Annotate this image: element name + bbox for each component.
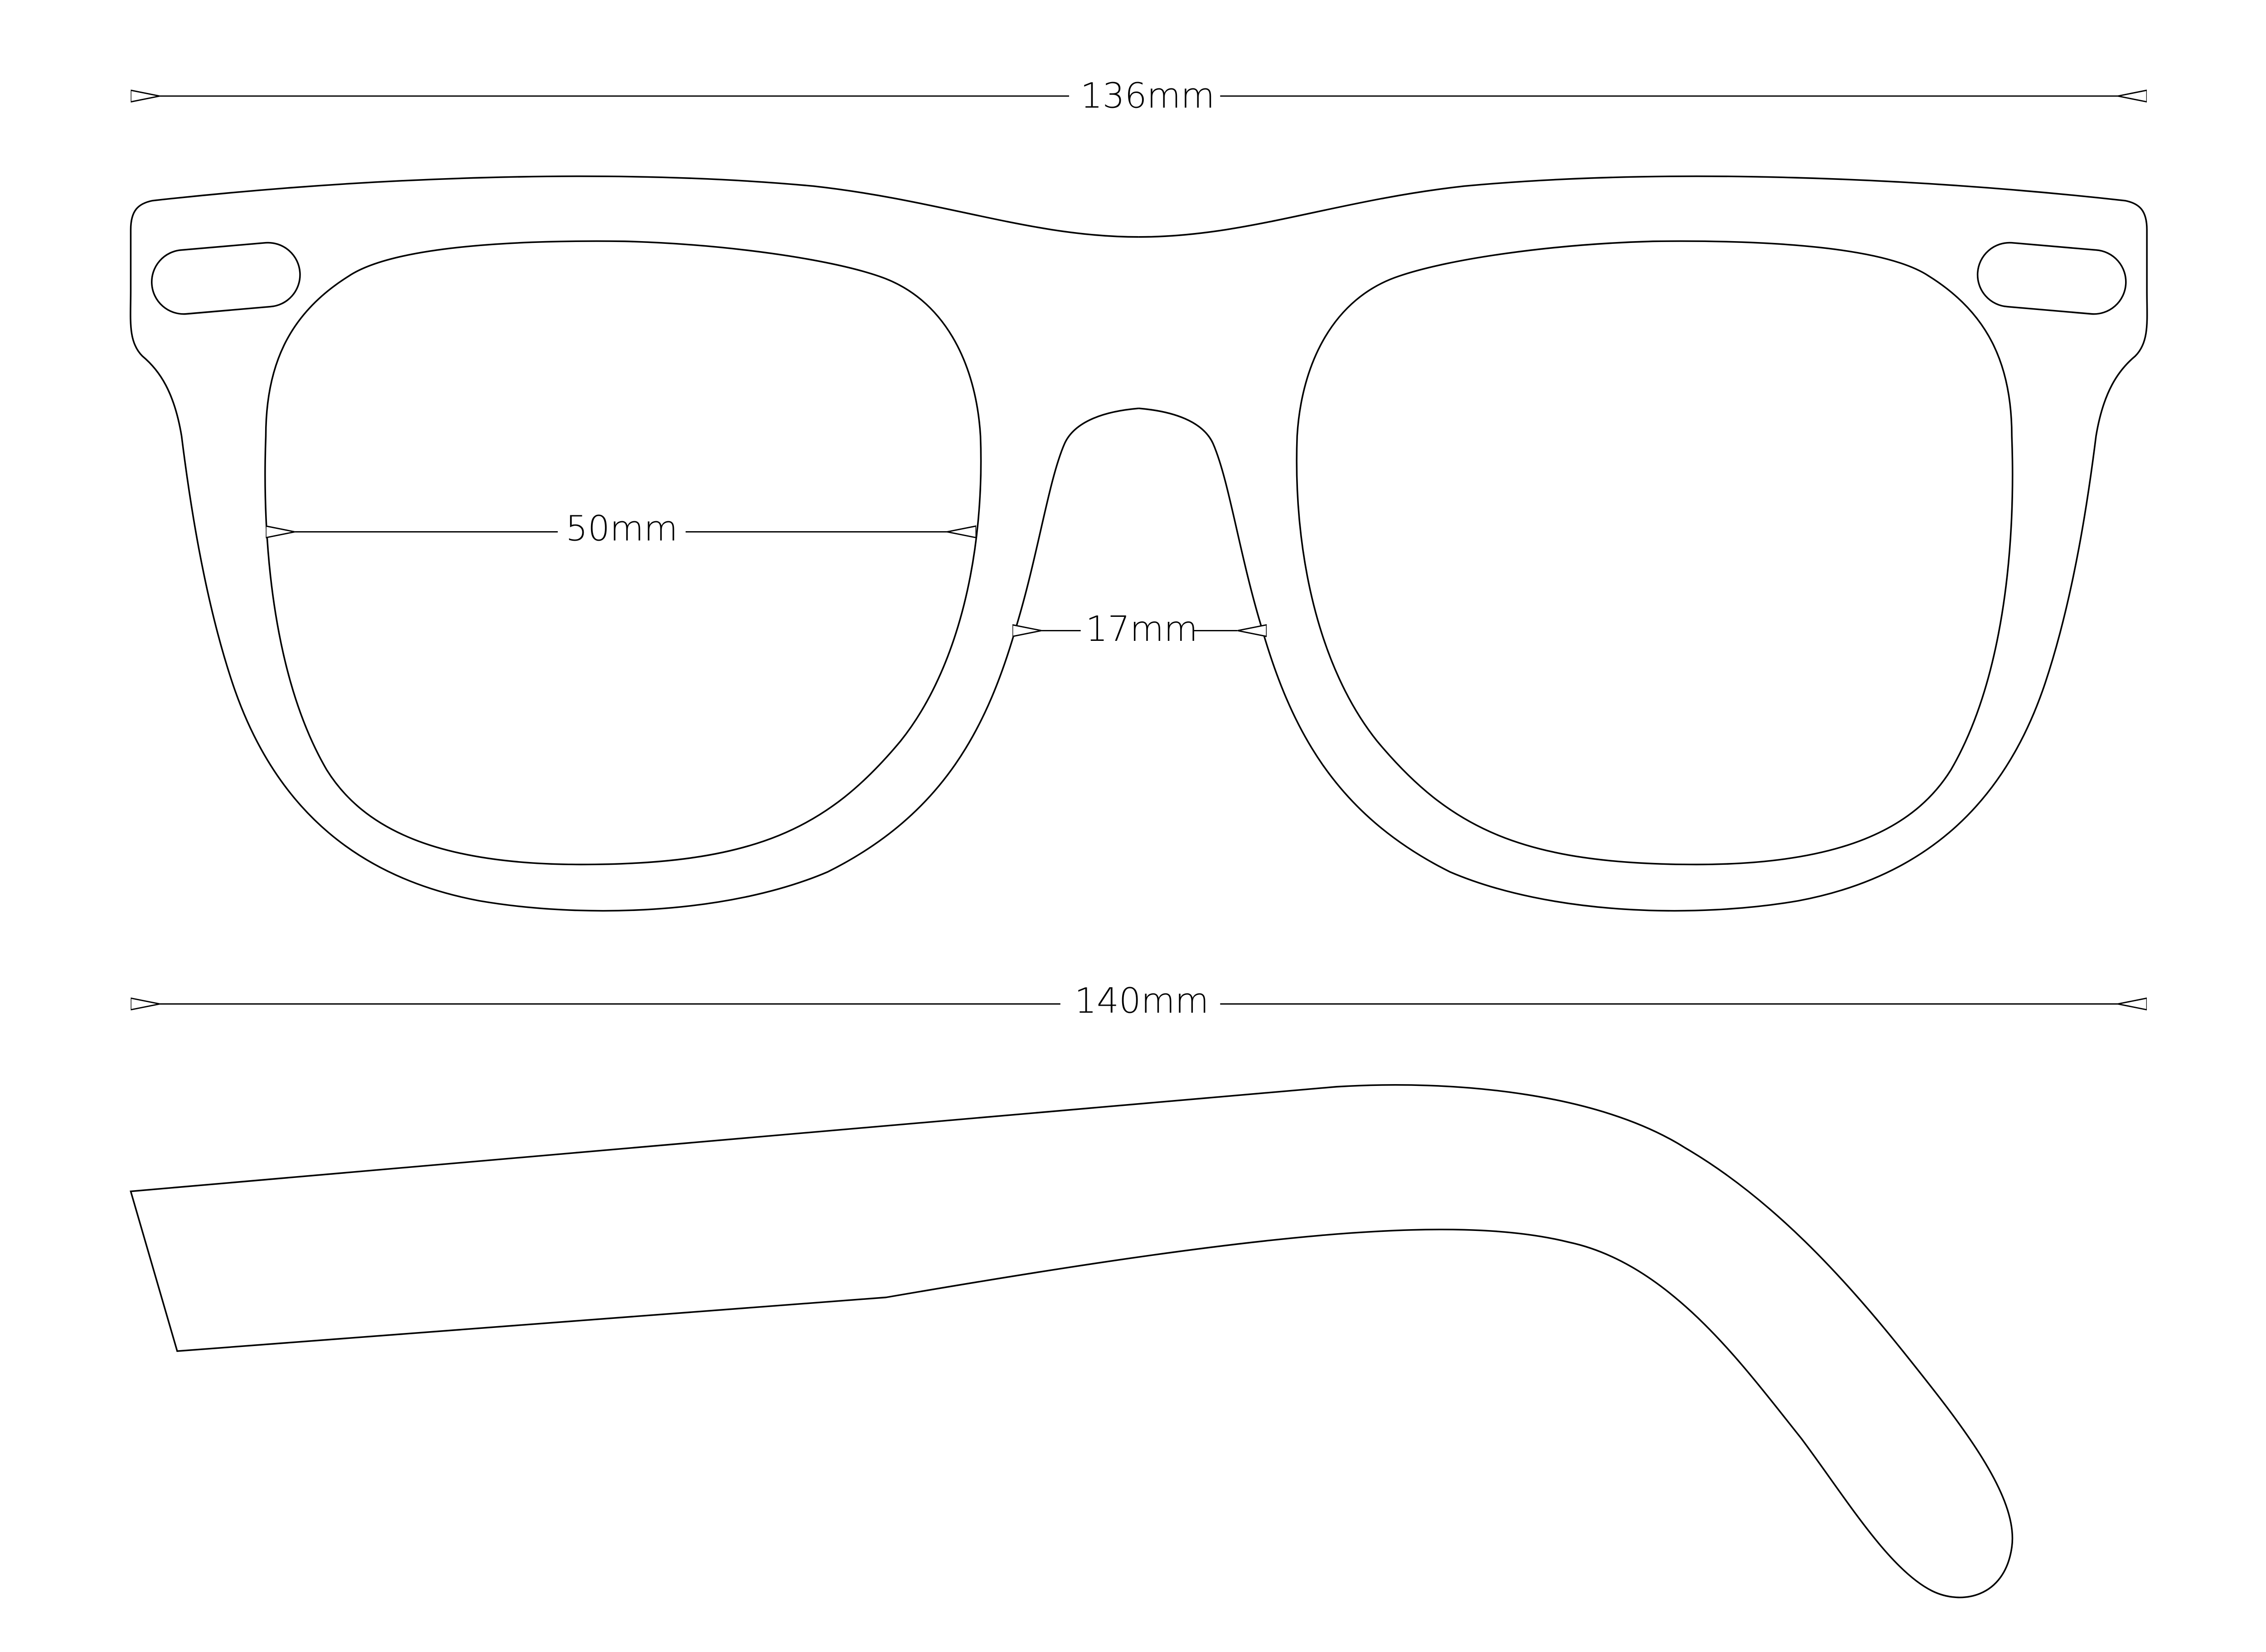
- dimension-temple-length: 140mm: [160, 978, 2118, 1027]
- frame-front: [130, 175, 2148, 912]
- bridge-width-label: 17mm: [1085, 609, 1198, 649]
- frame-outline-right: [1138, 175, 2148, 912]
- frame-outline-left: [130, 175, 1139, 912]
- lens-left: [264, 240, 982, 866]
- hinge-slot-right: [1976, 242, 2127, 315]
- temple-arm: [130, 1084, 2014, 1599]
- dimension-total-width: 136mm: [160, 70, 2118, 120]
- dimension-bridge-width: 17mm: [1041, 604, 1238, 654]
- dimension-lens-width: 50mm: [295, 505, 947, 555]
- lens-right: [1296, 240, 2014, 866]
- lens-width-label: 50mm: [566, 509, 678, 549]
- total-width-label: 136mm: [1080, 76, 1215, 116]
- temple-length-label: 140mm: [1075, 981, 1209, 1021]
- hinge-slot-left: [151, 242, 301, 315]
